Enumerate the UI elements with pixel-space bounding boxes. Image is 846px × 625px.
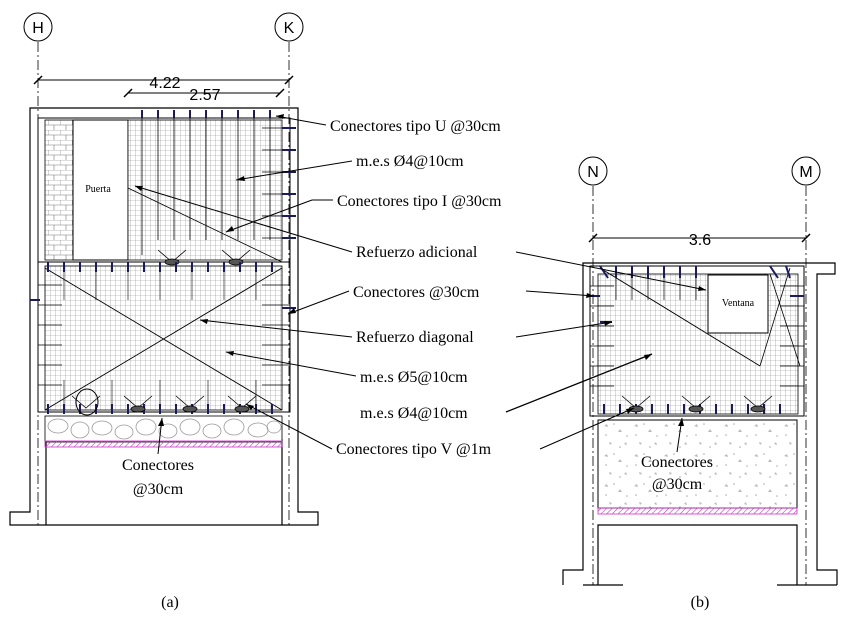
dimension-door-zone: 2.57 — [189, 87, 220, 104]
concrete-fill — [597, 419, 798, 509]
diagonal-reinforcement-b — [599, 267, 761, 367]
axis-bubble-n — [578, 156, 608, 186]
caption-a: (a) — [161, 594, 179, 611]
connectors-middle-band — [47, 262, 273, 272]
label-refuerzo-adicional: Refuerzo adicional — [356, 244, 478, 261]
dimension-b: 3.6 — [689, 232, 711, 249]
axis-label-m: M — [799, 164, 812, 181]
label-conectores-i: Conectores tipo I @30cm — [337, 193, 502, 210]
callouts: Conectores tipo U @30cm m.e.s Ø4@10cm Co… — [134, 114, 707, 458]
connectors-v-b — [621, 395, 773, 413]
label-mes-4-a: m.e.s Ø4@10cm — [356, 153, 464, 170]
axis-label-h: H — [32, 20, 44, 37]
axis-label-k: K — [284, 20, 295, 37]
label-mes-5: m.e.s Ø5@10cm — [360, 369, 468, 386]
door-opening — [72, 119, 129, 261]
conectores-label-a-line2: @30cm — [133, 481, 184, 498]
conectores-label-b-line1: Conectores — [641, 454, 713, 471]
label-refuerzo-diagonal: Refuerzo diagonal — [356, 329, 474, 346]
figure-b: N M 3.6 Ventana — [562, 156, 838, 611]
conectores-label-b-line2: @30cm — [652, 476, 703, 493]
label-conectores-30: Conectores @30cm — [353, 284, 480, 301]
slab-hatch-a — [44, 440, 283, 448]
masonry-brick — [44, 119, 74, 261]
axis-bubble-m — [791, 156, 821, 186]
conectores-label-a-line1: Conectores — [122, 457, 194, 474]
detail-circle — [75, 388, 99, 416]
frame-outline-b — [562, 262, 838, 585]
connectors-v-lower — [71, 395, 257, 413]
caption-b: (b) — [691, 594, 710, 611]
window-opening — [707, 274, 769, 334]
mesh-panel-upper — [127, 119, 283, 261]
axis-label-n: N — [587, 164, 599, 181]
figure-a: H K 4.22 2.57 Puerta — [9, 12, 319, 611]
axis-bubble-k — [274, 12, 304, 42]
connectors-u-top — [141, 110, 271, 118]
label-mes-4-b: m.e.s Ø4@10cm — [360, 405, 468, 422]
dimension-total: 4.22 — [149, 75, 180, 92]
stone-fill — [44, 415, 283, 443]
label-conectores-v: Conectores tipo V @1m — [336, 441, 492, 458]
frame-outline — [9, 107, 319, 526]
door-label: Puerta — [85, 184, 111, 195]
window-label: Ventana — [722, 298, 755, 309]
slab-hatch-b — [597, 507, 798, 515]
label-conectores-u: Conectores tipo U @30cm — [330, 118, 501, 135]
axis-bubble-h — [23, 12, 53, 42]
connectors-side-lower — [30, 299, 296, 309]
diagonal-reinforcement-2 — [44, 267, 283, 411]
